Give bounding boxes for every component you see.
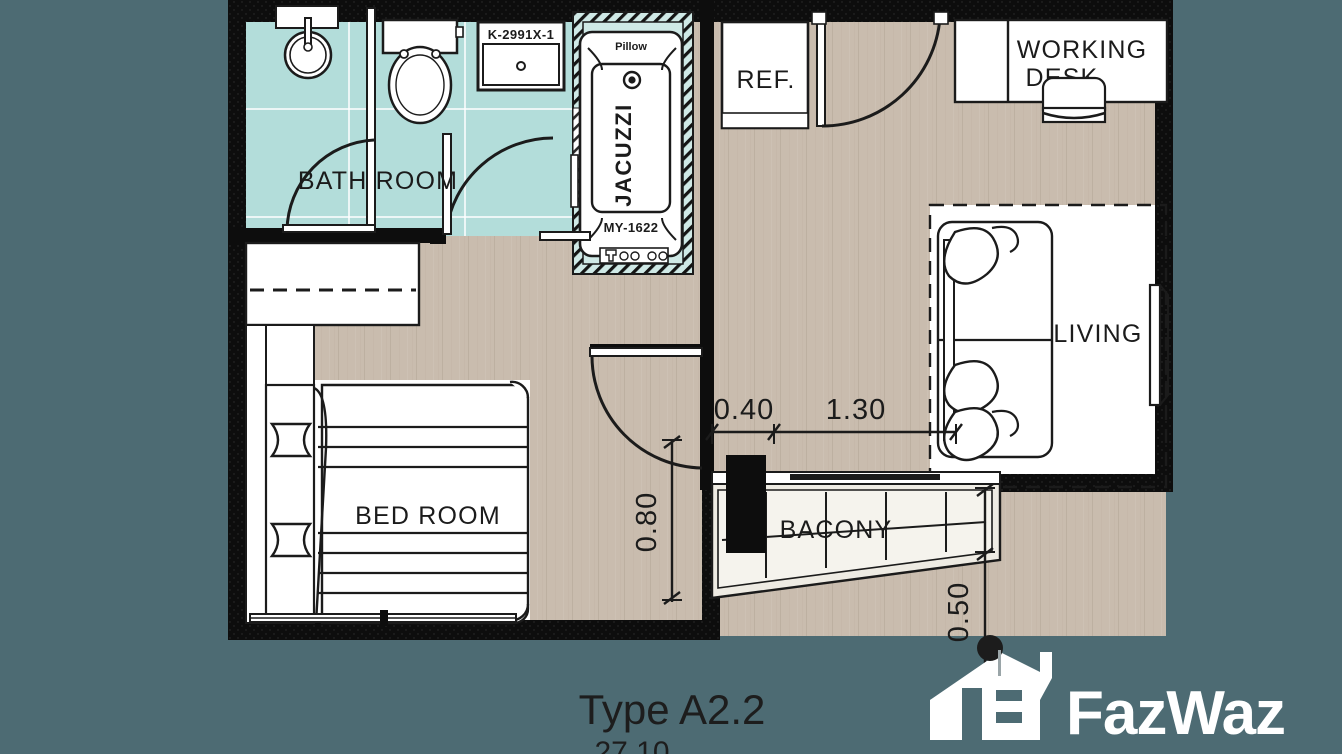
living-room: LIVING (928, 203, 1169, 489)
sofa (936, 220, 1054, 462)
working-desk: WORKING DESK (953, 18, 1169, 124)
fazwaz-logo-text: FazWaz (1066, 679, 1285, 748)
jacuzzi-pillow-label: Pillow (615, 41, 647, 53)
refrigerator: REF. (720, 20, 810, 130)
jacuzzi-area: Pillow JACUZZI MY-1622 (539, 11, 694, 275)
bath-room-door-right (442, 133, 554, 235)
bath-room-door-left (282, 138, 376, 233)
dimension-080: 0.80 (631, 492, 663, 552)
pillow-icon (269, 522, 313, 558)
refrigerator-label: REF. (737, 66, 796, 94)
cushion-icon (943, 359, 999, 415)
dimension-labels: 0.40 1.30 0.80 0.50 (631, 394, 975, 642)
toilet-icon (381, 18, 464, 125)
fazwaz-watermark: FazWaz (930, 635, 1286, 748)
living-window (1148, 283, 1169, 407)
dimension-130: 1.30 (826, 394, 886, 426)
sink-model-label: K-2991X-1 (488, 27, 554, 42)
wardrobe (244, 241, 421, 327)
bath-room: K-2991X-1 BATH ROOM (275, 5, 566, 235)
dimension-050: 0.50 (943, 582, 975, 642)
living-room-label: LIVING (1053, 320, 1142, 348)
bed-room-door (589, 347, 703, 470)
cushion-icon (943, 406, 999, 462)
bed-room-window (249, 610, 517, 626)
cushion-icon (943, 226, 999, 285)
bath-room-label: BATH ROOM (298, 167, 458, 195)
desk-stool-icon (1041, 76, 1107, 124)
balcony: BACONY (710, 455, 1002, 600)
jacuzzi-model-label: MY-1622 (604, 220, 659, 235)
dimension-040: 0.40 (714, 394, 774, 426)
vanity-counter (275, 5, 339, 80)
bed-room-label: BED ROOM (355, 502, 501, 530)
jacuzzi-jets-icon (599, 247, 669, 264)
entry-door (811, 11, 949, 128)
house-logo-icon (930, 635, 1052, 740)
plan-title: Type A2.2 (579, 686, 766, 733)
balcony-label: BACONY (780, 516, 893, 544)
shower-tray: K-2991X-1 (476, 20, 566, 92)
working-desk-label-line1: WORKING (1017, 36, 1148, 64)
pillow-icon (269, 422, 313, 458)
bed-room: BED ROOM (244, 241, 703, 626)
jacuzzi-label: JACUZZI (611, 103, 636, 206)
plan-area: 27.10 (594, 736, 669, 754)
dimension-annotations (662, 423, 995, 672)
